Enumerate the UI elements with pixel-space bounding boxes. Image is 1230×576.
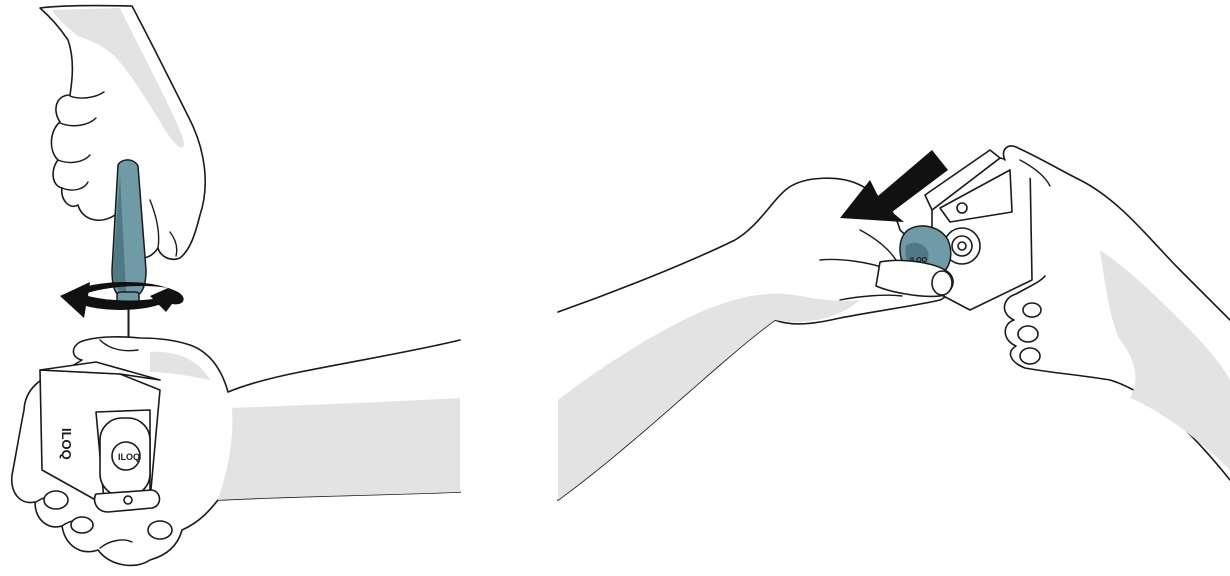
screwdriver-scene: ILOQ ILOQ	[11, 4, 461, 567]
lock-brand-mark: ILOQ	[118, 452, 140, 462]
thumb	[875, 259, 954, 298]
illustration-step-screwdriver: ILOQ ILOQ	[0, 0, 470, 576]
padlock	[924, 149, 1033, 311]
pull-arrow-icon	[840, 150, 948, 222]
cylinder-brand-mark: ILOQ	[910, 257, 928, 264]
lock-body-brand-mark: ILOQ	[59, 428, 74, 460]
padlock: ILOQ ILOQ	[39, 361, 161, 513]
left-hand	[557, 177, 950, 501]
pull-scene: ILOQ	[557, 145, 1230, 501]
rotate-arrow-icon	[60, 282, 184, 318]
screwdriver	[111, 159, 147, 395]
right-hand	[1002, 145, 1230, 481]
illustration-step-pull-cylinder: ILOQ	[540, 0, 1230, 576]
